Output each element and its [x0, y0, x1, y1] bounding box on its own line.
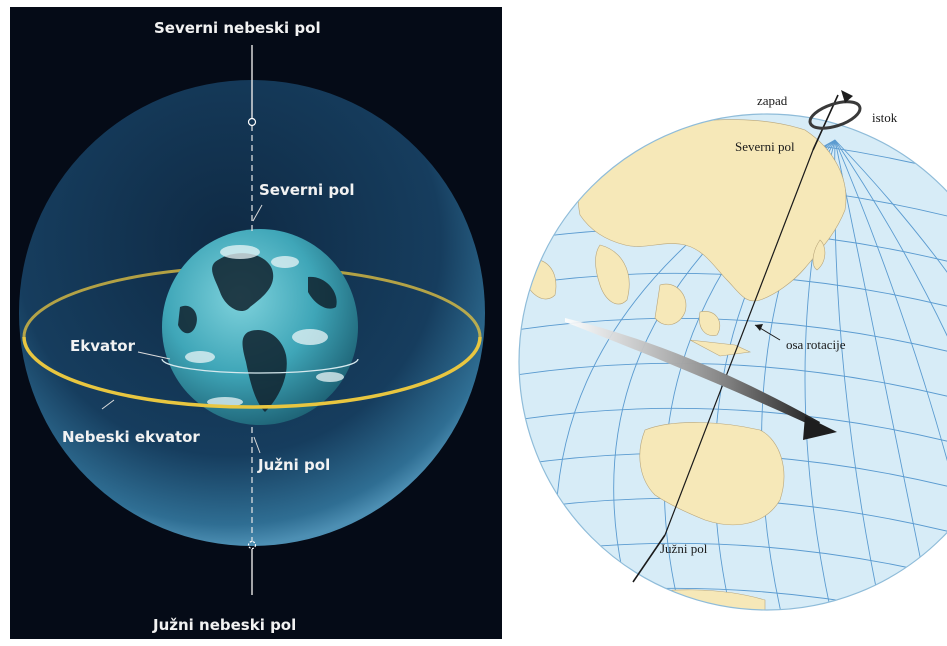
equator-label: Ekvator — [70, 337, 135, 355]
south-pole-label-right: Južni pol — [660, 541, 708, 556]
celestial-sphere-graphic — [19, 45, 485, 595]
earth-rotation-diagram: zapad istok Severni pol osa rotacije Juž… — [505, 0, 947, 646]
rotation-arrow — [565, 318, 820, 428]
equator-leader — [137, 351, 171, 360]
north-pole-label-right: Severni pol — [735, 139, 795, 154]
earth-continents — [178, 253, 337, 412]
se-asia-landmass — [654, 283, 687, 326]
south-celestial-pole-marker — [247, 540, 257, 550]
south-celestial-pole-label: Južni nebeski pol — [153, 616, 297, 634]
rotation-ring — [808, 100, 862, 130]
north-pole-leader — [252, 204, 263, 222]
earth-equator-line — [161, 358, 359, 374]
rotation-ring-arrowhead — [841, 90, 853, 103]
south-pole-label: Južni pol — [258, 456, 331, 474]
celestial-sphere-diagram: Severni nebeski pol Severni pol Ekvator … — [10, 7, 502, 639]
north-celestial-pole-marker — [247, 117, 257, 127]
west-label: zapad — [757, 93, 788, 108]
north-pole-label: Severni pol — [259, 181, 355, 199]
continents — [524, 119, 847, 610]
rotation-arrowhead — [803, 416, 837, 440]
south-pole-leader — [253, 436, 261, 454]
india-landmass — [595, 244, 630, 305]
japan-landmass — [812, 239, 826, 271]
celestial-equator-front — [22, 336, 482, 409]
rotation-axis-south — [632, 534, 666, 583]
rotation-axis-leader-tip — [755, 324, 763, 331]
borneo-landmass — [699, 311, 721, 336]
asia-landmass — [577, 119, 847, 302]
north-celestial-pole-label: Severni nebeski pol — [154, 19, 321, 37]
globe-outline — [518, 113, 947, 611]
rotation-axis-label: osa rotacije — [786, 337, 846, 352]
celestial-equator-leader — [101, 399, 115, 410]
east-label: istok — [872, 110, 898, 125]
antarctica-edge — [604, 589, 766, 610]
earth-rotation-graphic — [518, 90, 947, 611]
rotation-axis-through — [664, 149, 814, 536]
celestial-equator-label: Nebeski ekvator — [62, 428, 200, 446]
australia-landmass — [639, 422, 785, 526]
